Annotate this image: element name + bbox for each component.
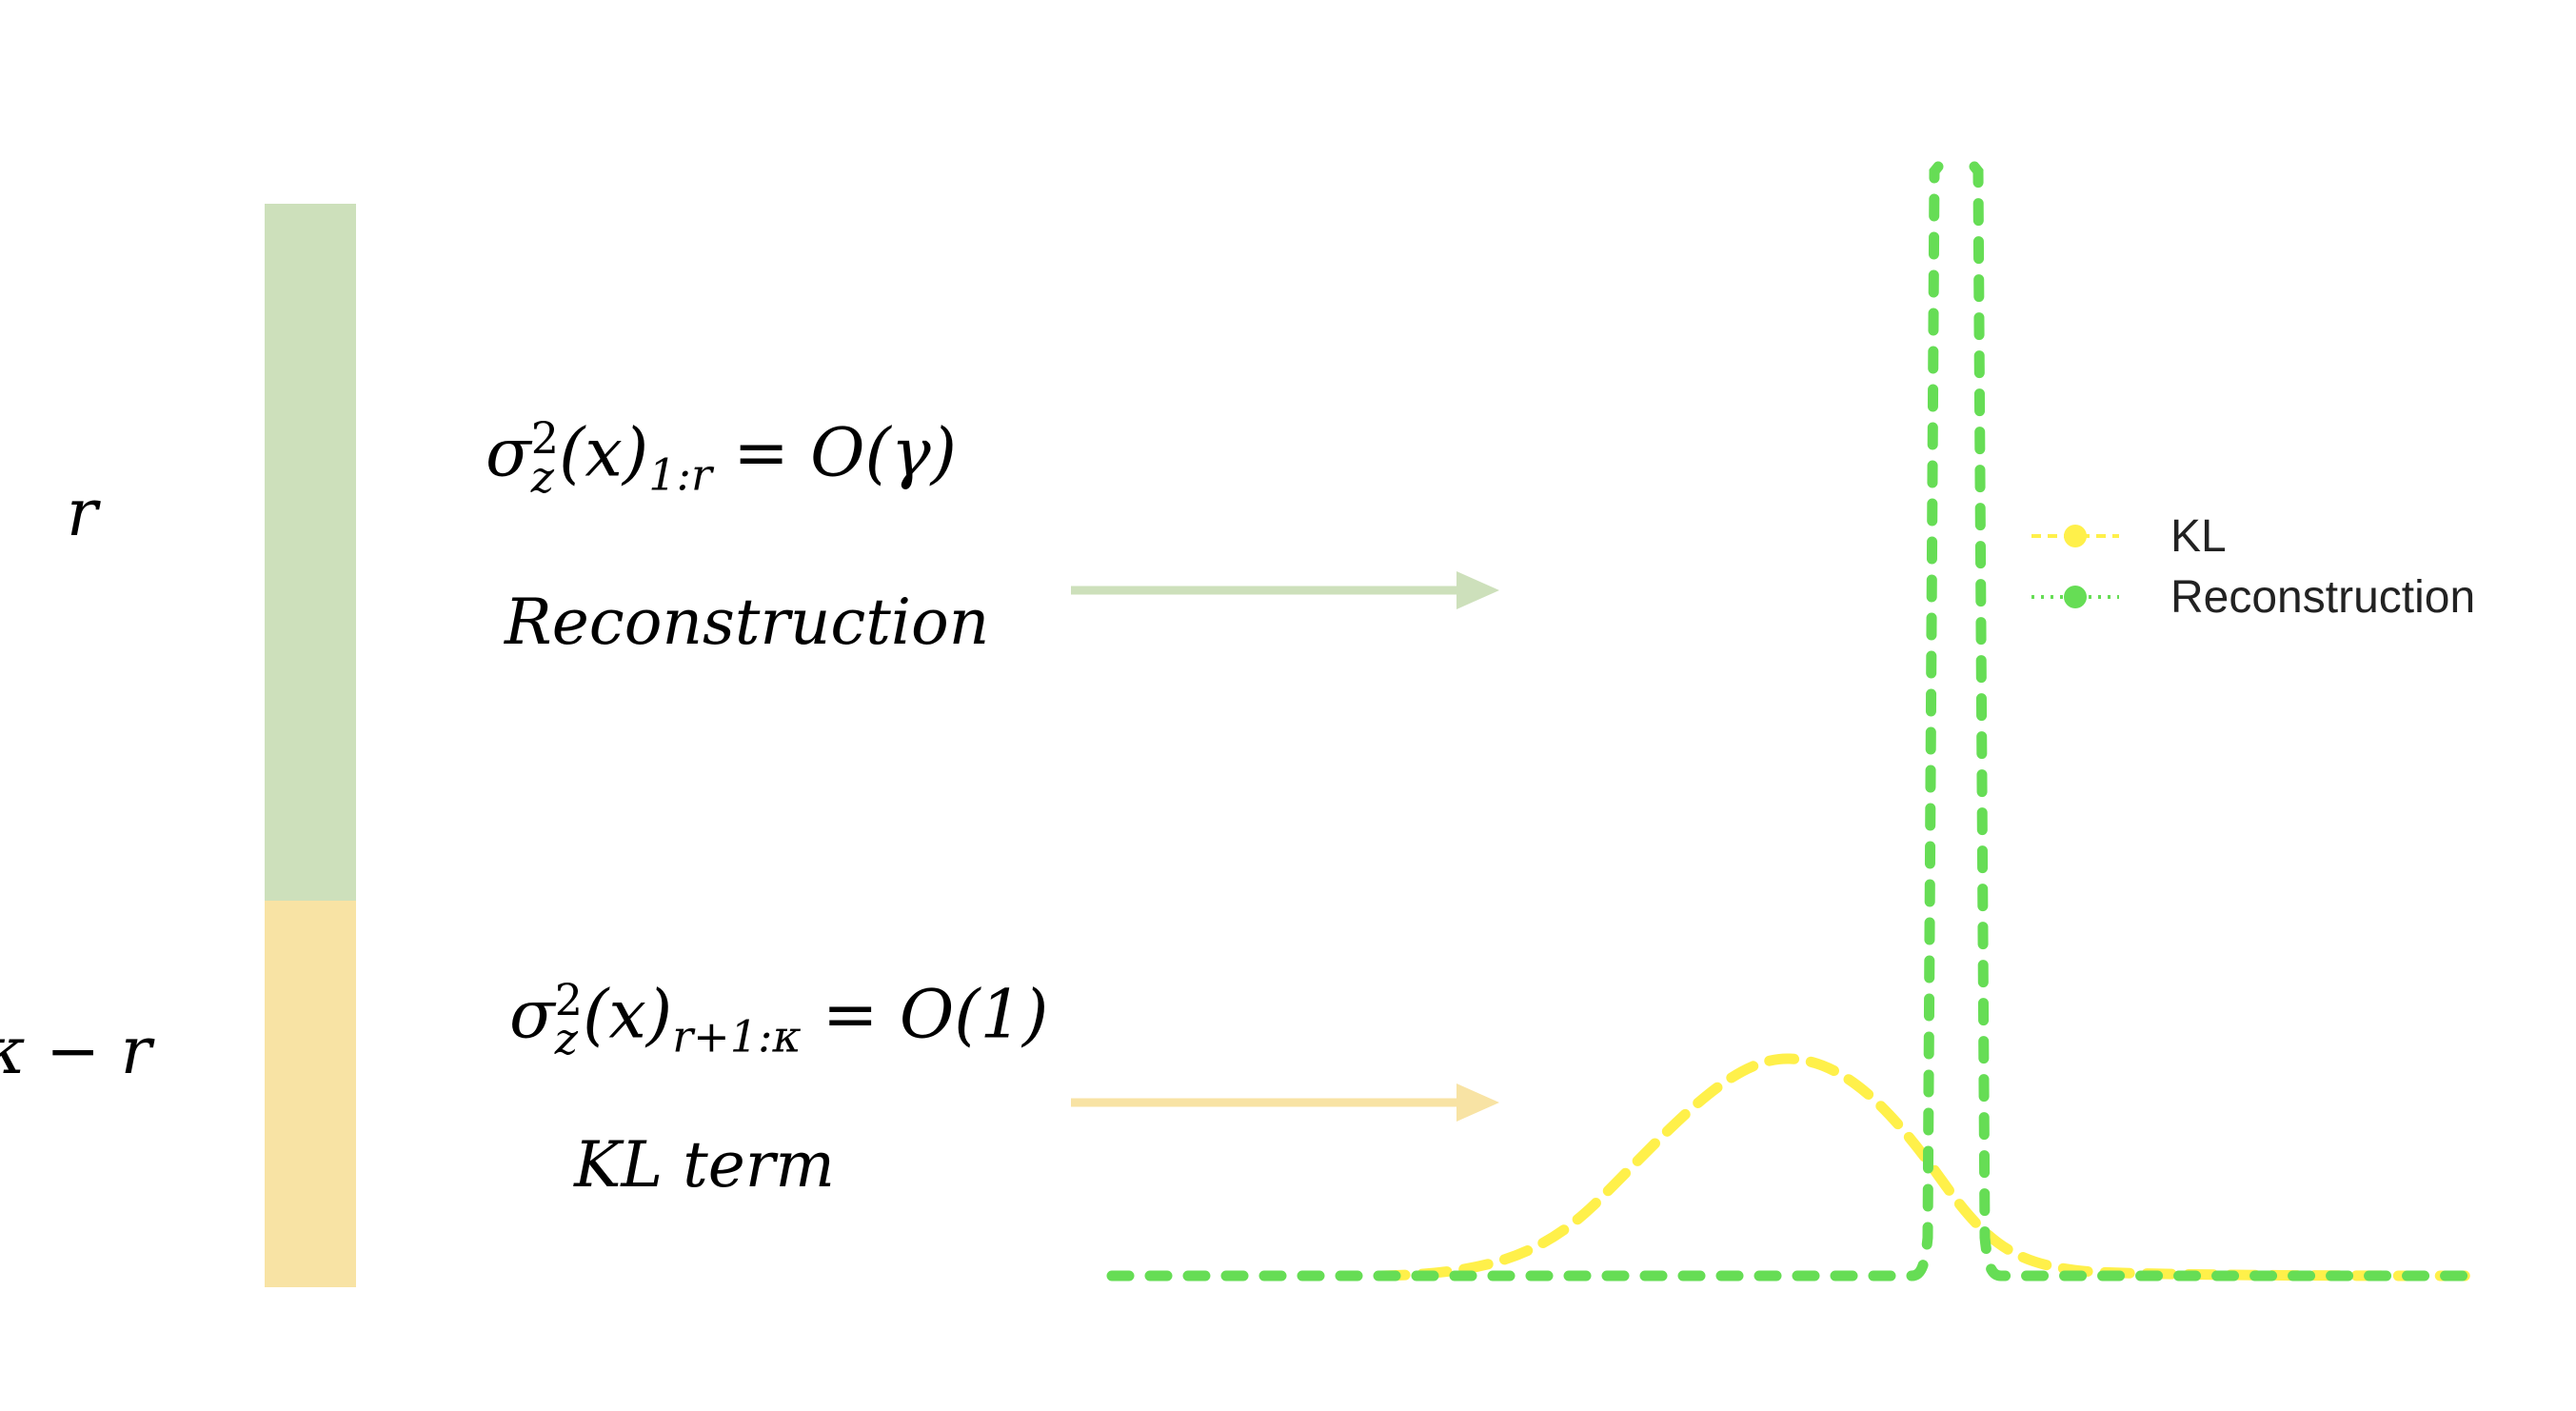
legend-item-kl: KL (2028, 505, 2576, 567)
label-kappa-minus-r: κ − r (0, 1014, 152, 1089)
legend-label-reconstruction: Reconstruction (2170, 572, 2476, 623)
kl-arrow (1071, 1083, 1499, 1122)
reconstruction-curve (1106, 161, 1944, 1282)
kl-caption: KL term (574, 1128, 835, 1202)
legend-label-kl: KL (2170, 511, 2227, 562)
latent-bar-top (265, 204, 356, 901)
legend-item-reconstruction: Reconstruction (2028, 566, 2576, 628)
latent-bar-bottom (265, 901, 356, 1287)
reconstruction-caption: Reconstruction (505, 586, 990, 659)
reconstruction-legend-marker-icon (2031, 586, 2119, 608)
reconstruction-arrow (1071, 571, 1499, 609)
kl-legend-marker-icon (2031, 525, 2119, 547)
label-r: r (67, 476, 98, 551)
reconstruction-curve-right (1969, 161, 2486, 1282)
